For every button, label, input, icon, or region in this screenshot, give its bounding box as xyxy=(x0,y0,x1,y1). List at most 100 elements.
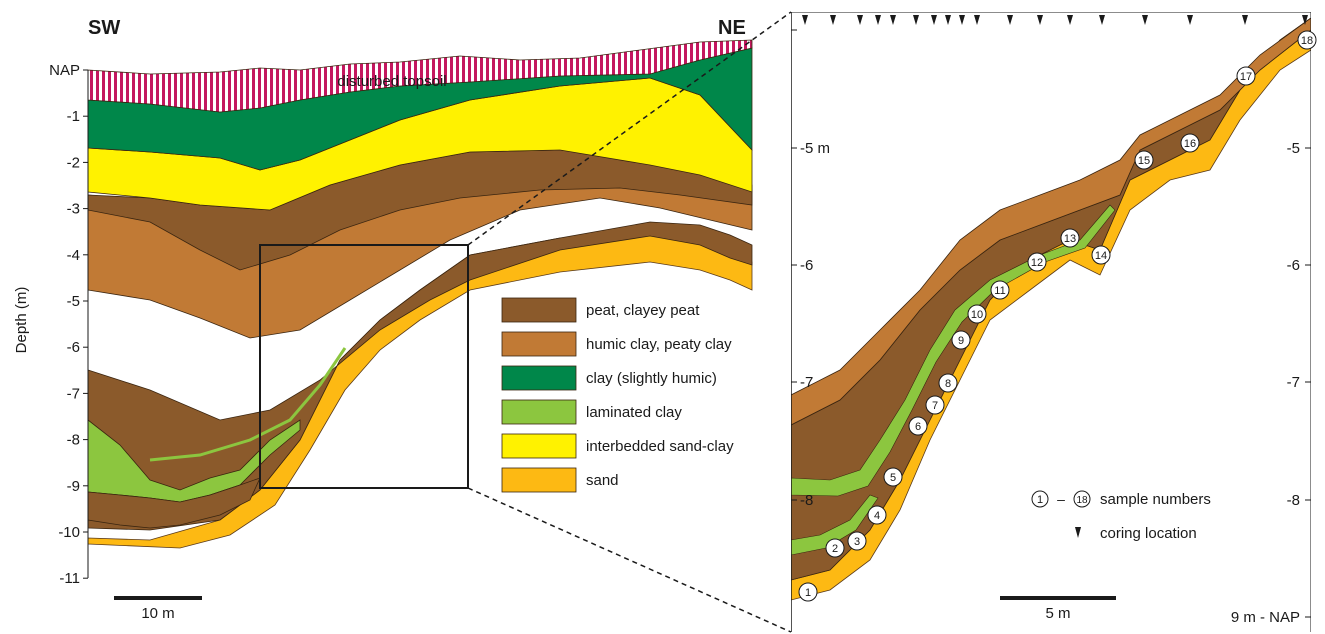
left-y-tick-label: -9 xyxy=(67,478,80,495)
right-panel-left-tick-label: -6 xyxy=(800,257,813,274)
sample-marker xyxy=(1236,66,1256,86)
left-side-label: SW xyxy=(88,17,120,39)
coring-location-marker xyxy=(1099,15,1105,25)
left-y-axis-label: Depth (m) xyxy=(13,287,30,354)
sample-marker-label: 16 xyxy=(1184,138,1196,150)
sample-marker-label: 6 xyxy=(915,421,921,433)
coring-location-marker xyxy=(1242,15,1248,25)
sample-marker-label: 17 xyxy=(1240,71,1252,83)
sample-marker xyxy=(1297,30,1317,50)
left-y-axis-ticks: NAP-1-2-3-4-5-6-7-8-9-10-11 xyxy=(49,62,88,587)
left-y-tick-label: -11 xyxy=(59,570,80,587)
left-y-tick-label: -5 xyxy=(67,293,80,310)
legend-swatch xyxy=(501,433,577,459)
left-y-tick-label: NAP xyxy=(49,62,80,79)
coring-location-marker xyxy=(857,15,863,25)
sample-marker-label: 1 xyxy=(805,587,811,599)
sample-marker-label: 15 xyxy=(1138,155,1150,167)
sample-marker xyxy=(1134,150,1154,170)
sample-marker xyxy=(1091,245,1111,265)
coring-location-marker xyxy=(830,15,836,25)
legend-label: humic clay, peaty clay xyxy=(586,336,732,353)
left-y-tick-label: -7 xyxy=(67,385,80,402)
sample-marker xyxy=(908,416,928,436)
right-panel-left-tick-label: -5 m xyxy=(800,140,830,157)
sample-marker-label: 10 xyxy=(971,309,983,321)
left-y-tick-label: -1 xyxy=(67,108,80,125)
sample-marker xyxy=(938,373,958,393)
sample-marker-label: 18 xyxy=(1301,35,1313,47)
laminated-clay-seam xyxy=(149,347,347,462)
sample-marker xyxy=(798,582,818,602)
sample-marker xyxy=(951,330,971,350)
coring-legend-text: coring location xyxy=(1100,525,1197,542)
sample-marker xyxy=(825,538,845,558)
right-side-label: NE xyxy=(718,17,746,39)
right-panel-left-tick-label: -8 xyxy=(800,492,813,509)
right-panel-right-tick-label: -7 xyxy=(1287,374,1300,391)
left-y-tick-label: -10 xyxy=(58,524,80,541)
sample-marker xyxy=(1180,133,1200,153)
legend-swatch xyxy=(501,331,577,357)
legend-label: sand xyxy=(586,472,619,489)
sample-marker xyxy=(990,280,1010,300)
peat-layer-lower xyxy=(87,221,753,531)
right-scale-bar-label: 5 m xyxy=(1045,605,1070,622)
right-detail-section xyxy=(791,12,1311,632)
sample-marker xyxy=(1027,252,1047,272)
legend-label: interbedded sand-clay xyxy=(586,438,734,455)
right-panel-right-tick-label: 9 m - NAP xyxy=(1231,609,1300,626)
sample-marker-label: 11 xyxy=(994,285,1005,297)
left-y-tick-label: -4 xyxy=(67,247,80,264)
sample-marker-label: 4 xyxy=(874,510,880,522)
coring-location-marker xyxy=(875,15,881,25)
sample-legend-circle-to xyxy=(1073,490,1091,508)
legend-swatch xyxy=(501,365,577,391)
left-y-tick-label: -6 xyxy=(67,339,80,356)
sample-marker xyxy=(883,467,903,487)
sample-marker-label: 14 xyxy=(1095,250,1107,262)
topsoil-label: disturbed topsoil xyxy=(337,73,446,90)
right-axis-ticks: -5 m-6-7-8-5-6-7-89 m - NAP xyxy=(791,29,1311,626)
detail-peat-layer xyxy=(791,17,1311,581)
left-scale-bar-label: 10 m xyxy=(141,605,174,622)
coring-location-marker xyxy=(1037,15,1043,25)
detail-humic-clay-layer xyxy=(791,17,1311,426)
sample-marker xyxy=(1060,228,1080,248)
coring-location-marker xyxy=(802,15,808,25)
coring-location-marker xyxy=(1302,15,1308,25)
sample-legend-dash: – xyxy=(1057,491,1065,507)
sample-legend-text: sample numbers xyxy=(1100,491,1211,508)
coring-location-marker xyxy=(959,15,965,25)
coring-location-marker xyxy=(1067,15,1073,25)
coring-location-marker xyxy=(945,15,951,25)
zoom-line-top xyxy=(467,11,792,246)
coring-location-marker xyxy=(1142,15,1148,25)
sample-marker-label: 2 xyxy=(832,543,838,555)
sample-marker xyxy=(867,505,887,525)
coring-location-marker xyxy=(1187,15,1193,25)
coring-location-marker xyxy=(913,15,919,25)
coring-locations xyxy=(802,15,1308,25)
sample-marker-label: 8 xyxy=(945,378,951,390)
coring-location-marker xyxy=(1007,15,1013,25)
sample-marker xyxy=(967,304,987,324)
sample-marker-label: 5 xyxy=(890,472,896,484)
topsoil-layer xyxy=(87,39,753,113)
legend-label: laminated clay xyxy=(586,404,682,421)
right-panel-left-tick-label: -7 xyxy=(800,374,813,391)
coring-location-marker xyxy=(890,15,896,25)
right-panel-right-tick-label: -8 xyxy=(1287,492,1300,509)
sample-legend-to: 18 xyxy=(1076,495,1088,506)
left-y-tick-label: -8 xyxy=(67,432,80,449)
sample-marker-label: 12 xyxy=(1031,257,1043,269)
coring-location-marker xyxy=(931,15,937,25)
zoom-box xyxy=(259,244,469,489)
legend-swatch xyxy=(501,297,577,323)
sample-marker-label: 7 xyxy=(932,400,938,412)
coring-legend-icon xyxy=(1075,527,1081,538)
sample-marker-label: 3 xyxy=(854,536,860,548)
